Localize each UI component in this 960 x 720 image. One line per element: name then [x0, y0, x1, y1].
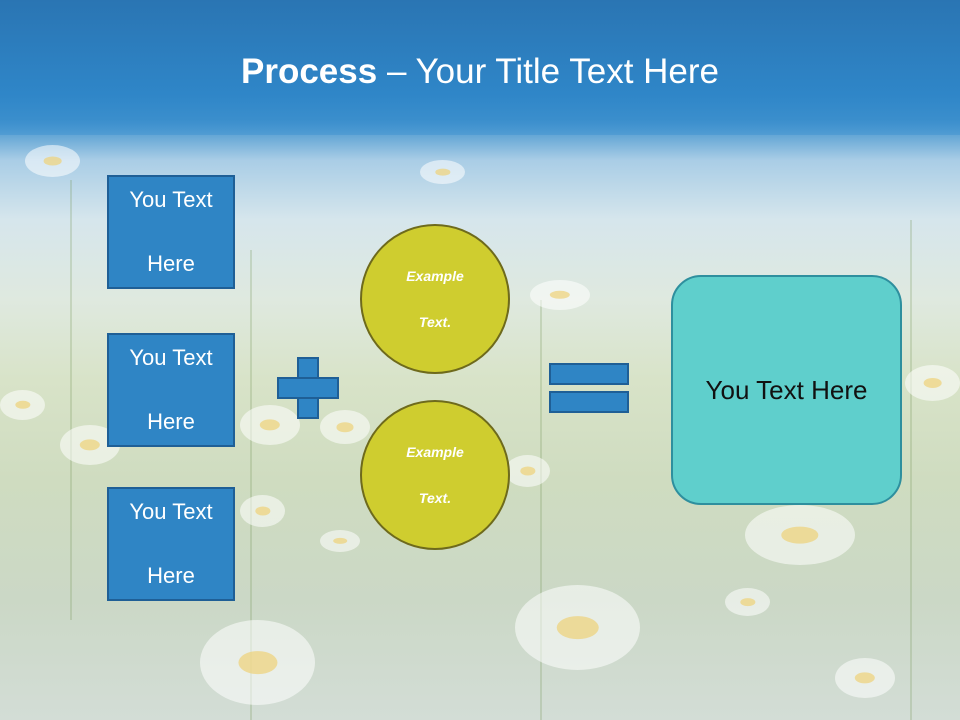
daisy-decoration [725, 588, 770, 616]
title-rest: – Your Title Text Here [377, 52, 719, 91]
daisy-decoration [200, 620, 315, 705]
daisy-decoration [240, 495, 285, 527]
equals-icon-bottom [549, 391, 629, 413]
text-box-line2: Here [147, 563, 195, 588]
daisy-decoration [835, 658, 895, 698]
circle-line1: Example [406, 443, 464, 460]
daisy-decoration [320, 410, 370, 444]
grass-blade [250, 250, 252, 720]
daisy-decoration [530, 280, 590, 310]
text-box-line2: Here [147, 409, 195, 434]
equals-icon-top [549, 363, 629, 385]
text-box-line2: Here [147, 251, 195, 276]
grass-blade [70, 180, 72, 620]
daisy-decoration [745, 505, 855, 565]
slide-title: Process – Your Title Text Here [0, 52, 960, 92]
circle-line1: Example [406, 267, 464, 284]
text-box-line1: You Text [129, 499, 213, 524]
daisy-decoration [0, 390, 45, 420]
daisy-decoration [25, 145, 80, 177]
daisy-decoration [505, 455, 550, 487]
daisy-decoration [320, 530, 360, 552]
text-box-line1: You Text [129, 345, 213, 370]
plus-icon-center [299, 379, 317, 397]
result-box: You Text Here [671, 275, 902, 505]
daisy-decoration [420, 160, 465, 184]
circle-line2: Text. [418, 313, 452, 330]
grass-blade [540, 300, 542, 720]
daisy-decoration [515, 585, 640, 670]
grass-blade [910, 220, 912, 720]
daisy-decoration [905, 365, 960, 401]
title-bar [0, 0, 960, 135]
title-bold: Process [241, 52, 378, 91]
text-box-line1: You Text [129, 187, 213, 212]
result-label: You Text Here [705, 374, 868, 405]
daisy-decoration [240, 405, 300, 445]
circle-line2: Text. [418, 489, 452, 506]
